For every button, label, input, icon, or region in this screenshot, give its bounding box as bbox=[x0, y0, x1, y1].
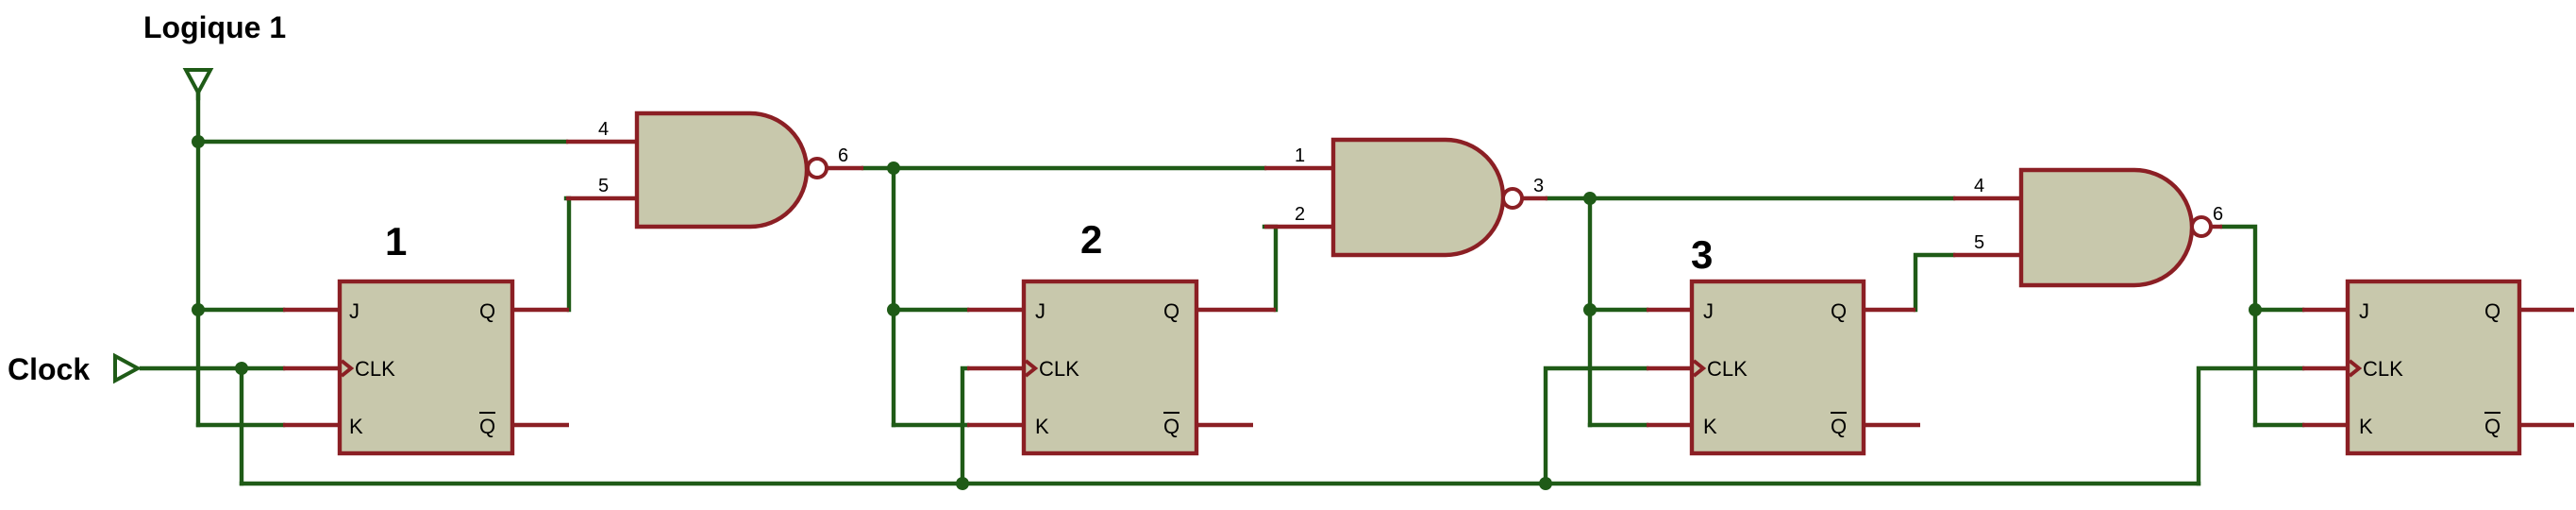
nand-gate-3: 4 5 6 bbox=[1953, 167, 2223, 288]
junctions bbox=[192, 135, 2262, 490]
nand-gate-1-body bbox=[634, 110, 810, 230]
wire-gate3-out bbox=[2219, 224, 2258, 428]
pin-clk-label: CLK bbox=[355, 357, 395, 381]
wire-ff1-q-to-gate1 bbox=[563, 196, 572, 313]
nand-gate-1-pin-a: 4 bbox=[598, 119, 609, 140]
junction-dot bbox=[235, 362, 248, 375]
junction-dot bbox=[956, 477, 969, 490]
logic-high-label: Logique 1 bbox=[143, 10, 286, 44]
nand-gate-2-body bbox=[1330, 137, 1506, 258]
pin-qbar-label: Q bbox=[2484, 415, 2501, 438]
pin-clk-label: CLK bbox=[1707, 357, 1748, 381]
jk-flipflop-1-body bbox=[337, 279, 515, 456]
jk-flipflop-3-body bbox=[1689, 279, 1866, 456]
nand-gate-2-pin-b: 2 bbox=[1295, 204, 1305, 225]
nand-gate-1-bubble-icon bbox=[806, 157, 828, 179]
flipflop-1-title: 1 bbox=[385, 219, 407, 264]
pin-q-label: Q bbox=[2484, 299, 2501, 323]
wire-clock-to-ff3 bbox=[1543, 366, 1649, 486]
clock-port: Clock bbox=[8, 352, 142, 386]
pin-k-label: K bbox=[2359, 415, 2373, 438]
pin-k-label: K bbox=[1703, 415, 1717, 438]
clock-port-arrow-icon bbox=[113, 352, 142, 384]
nand-gate-3-pin-b: 5 bbox=[1974, 232, 1984, 253]
logic-high-port-arrow-icon bbox=[182, 68, 214, 97]
jk-flipflop-1: 1 J CLK K Q Q bbox=[283, 219, 569, 456]
pin-clk-label: CLK bbox=[1039, 357, 1079, 381]
nand-gate-2-bubble-icon bbox=[1501, 187, 1524, 210]
pin-j-label: J bbox=[2359, 299, 2369, 323]
wire-ff3-q-to-gate3 bbox=[1913, 252, 1956, 313]
jk-flipflop-2-body bbox=[1021, 279, 1199, 456]
pin-clk-label: CLK bbox=[2363, 357, 2403, 381]
nand-gate-3-body bbox=[2018, 167, 2195, 288]
junction-dot bbox=[1539, 477, 1552, 490]
wire-clock-to-ff4 bbox=[2196, 366, 2305, 486]
pin-q-label: Q bbox=[1163, 299, 1179, 323]
nand-gate-2: 1 2 3 bbox=[1264, 137, 1547, 258]
junction-dot bbox=[192, 135, 205, 148]
pin-qbar-label: Q bbox=[479, 415, 495, 438]
pin-k-label: K bbox=[1035, 415, 1049, 438]
nand-gate-2-pin-a: 1 bbox=[1295, 145, 1305, 166]
wire-ff2-q-to-gate2 bbox=[1262, 224, 1279, 313]
jk-flipflop-2: 2 J CLK K Q Q bbox=[967, 217, 1276, 456]
pin-j-label: J bbox=[1035, 299, 1045, 323]
jk-flipflop-4-body bbox=[2345, 279, 2522, 456]
pin-j-label: J bbox=[1703, 299, 1714, 323]
clock-edge-icon bbox=[1024, 359, 1039, 378]
clock-label: Clock bbox=[8, 352, 90, 386]
junction-dot bbox=[1583, 192, 1597, 205]
junction-dot bbox=[192, 303, 205, 316]
pin-qbar-label: Q bbox=[1163, 415, 1179, 438]
flipflop-2-title: 2 bbox=[1080, 217, 1102, 262]
flipflop-3-title: 3 bbox=[1691, 232, 1713, 277]
junction-dot bbox=[887, 303, 900, 316]
pin-q-label: Q bbox=[479, 299, 495, 323]
nand-gate-3-pin-a: 4 bbox=[1974, 176, 1984, 196]
clock-edge-icon bbox=[340, 359, 355, 378]
pin-qbar-label: Q bbox=[1831, 415, 1847, 438]
junction-dot bbox=[887, 162, 900, 175]
pin-k-label: K bbox=[349, 415, 363, 438]
nand-gate-2-pin-out: 3 bbox=[1533, 176, 1544, 196]
clock-edge-icon bbox=[2348, 359, 2363, 378]
junction-dot bbox=[2249, 303, 2262, 316]
nand-gate-1-pin-b: 5 bbox=[598, 176, 609, 196]
jk-flipflop-3: 3 J CLK K Q Q bbox=[1647, 232, 1920, 456]
jk-flipflop-4: J CLK K Q Q bbox=[2302, 279, 2574, 456]
nand-gate-1: 4 5 6 bbox=[566, 110, 863, 230]
clock-edge-icon bbox=[1692, 359, 1707, 378]
pin-q-label: Q bbox=[1831, 299, 1847, 323]
pin-j-label: J bbox=[349, 299, 360, 323]
nand-gate-3-pin-out: 6 bbox=[2213, 204, 2223, 225]
junction-dot bbox=[1583, 303, 1597, 316]
nand-gate-1-pin-out: 6 bbox=[838, 145, 848, 166]
nand-gate-3-bubble-icon bbox=[2190, 215, 2213, 238]
wire-clock-to-ff2 bbox=[960, 366, 970, 486]
logic-high-port: Logique 1 bbox=[143, 10, 286, 101]
